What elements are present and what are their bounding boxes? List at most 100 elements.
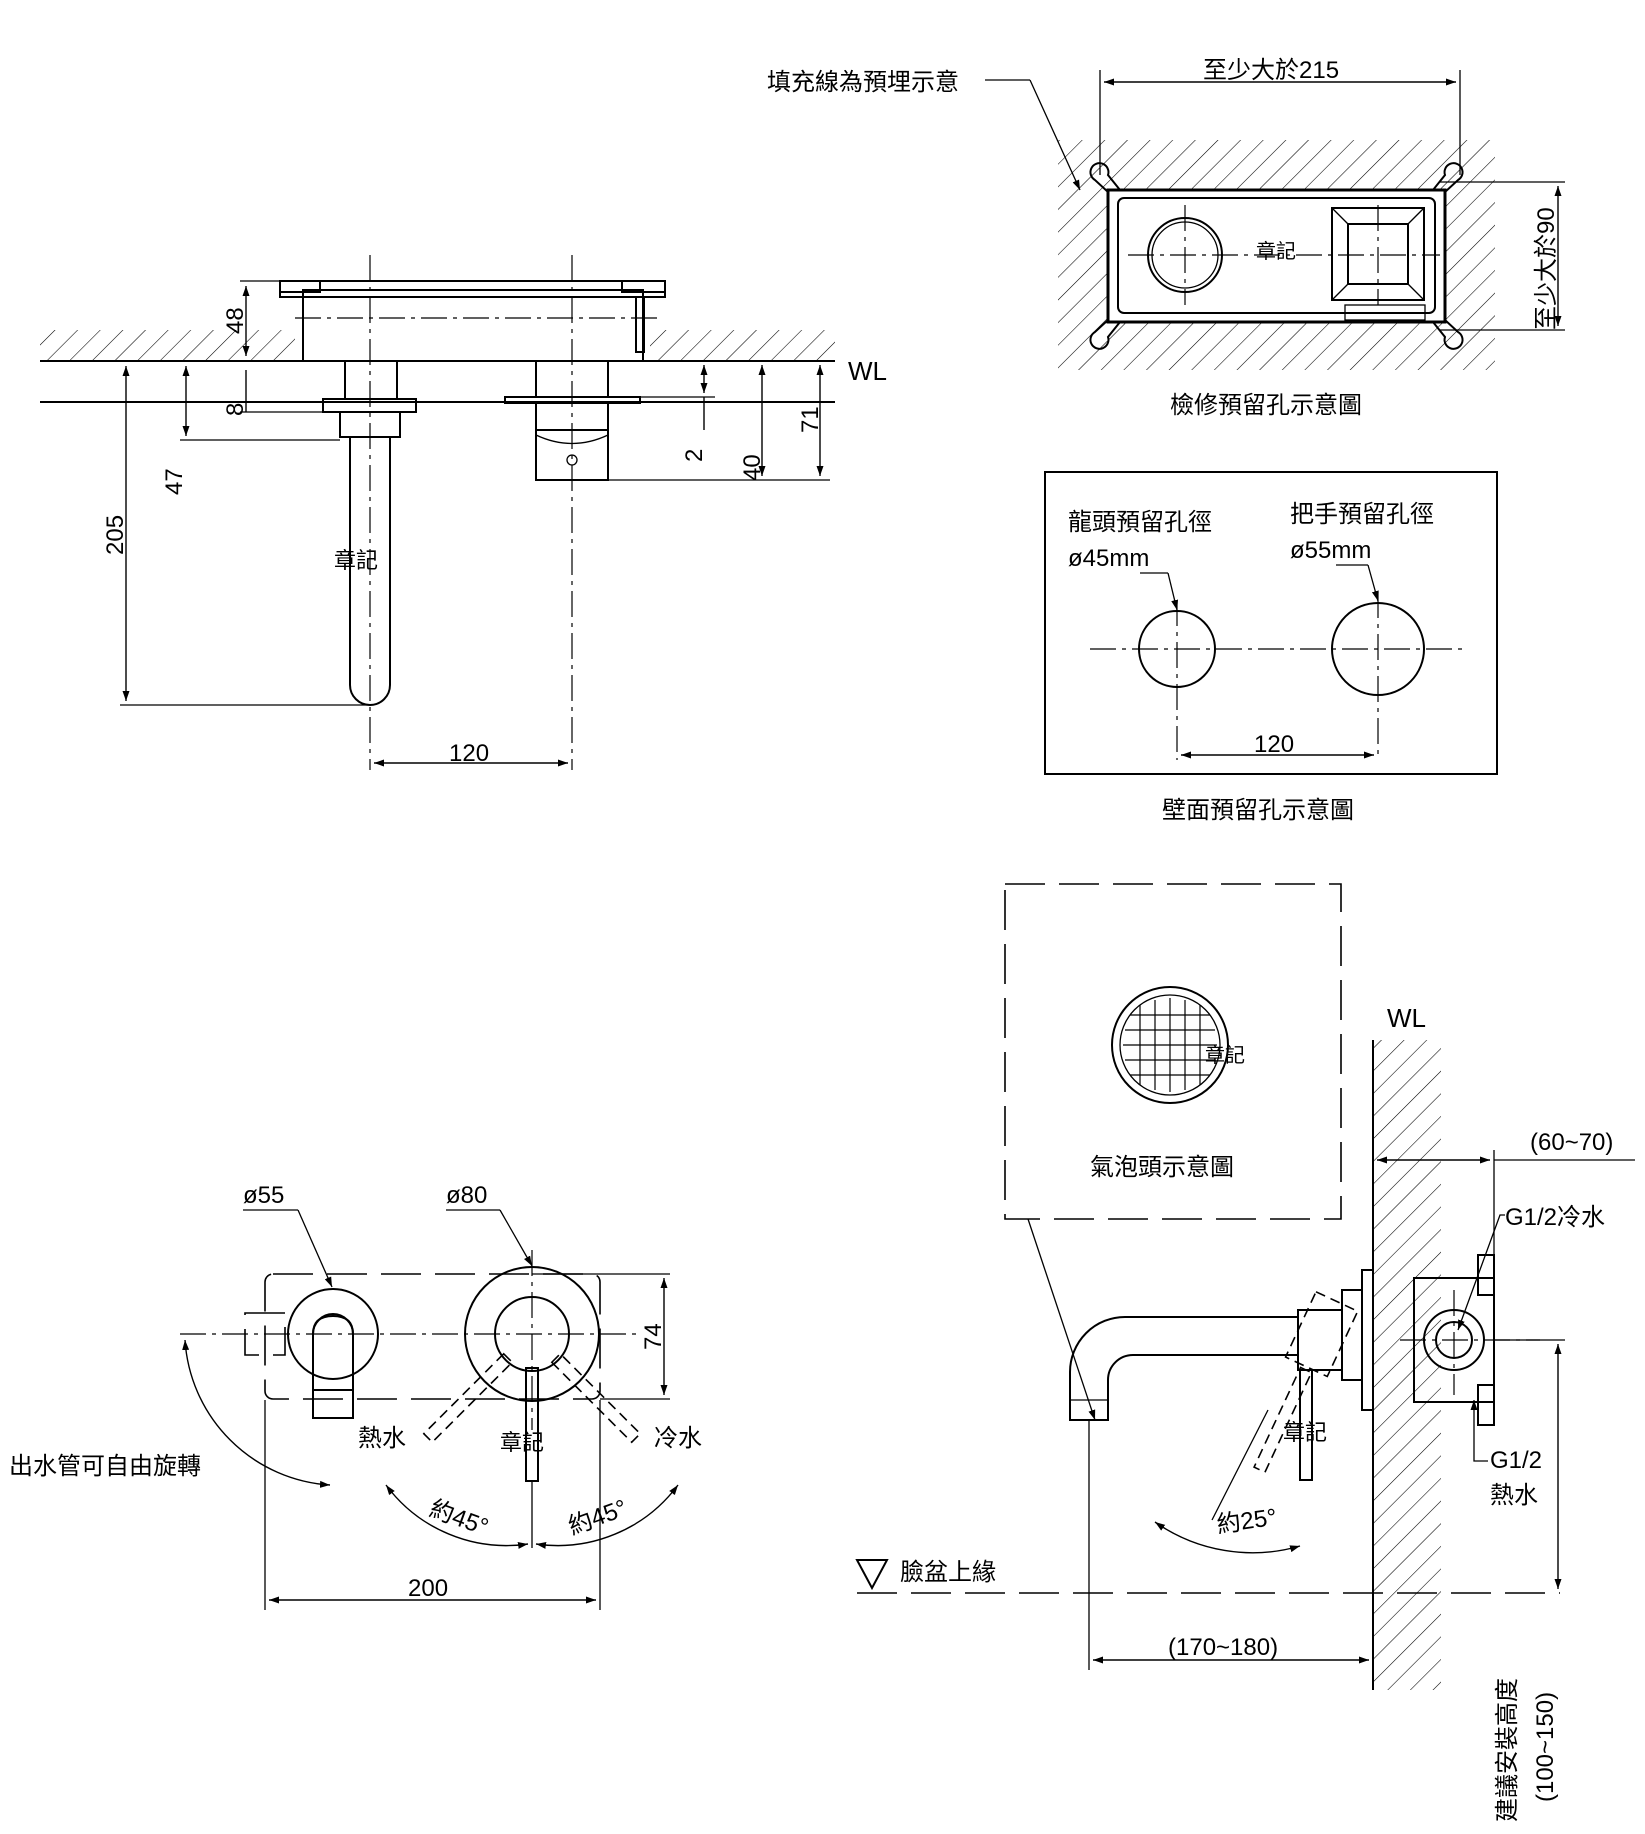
spout-front-top bbox=[312, 1314, 354, 1335]
side-spout bbox=[1069, 1316, 1298, 1421]
angle-arc-right bbox=[535, 1484, 679, 1549]
access-hole-group: 填充線為預埋示意 章記 至少大於215 至少大於90 檢修 bbox=[767, 57, 1565, 419]
basin-edge-icon bbox=[855, 1559, 889, 1591]
ear-bl bbox=[1089, 319, 1121, 350]
hot-inlet-size: G1/2 bbox=[1490, 1447, 1542, 1474]
spout-nozzle bbox=[312, 1389, 354, 1419]
lever-cold-position bbox=[550, 1352, 642, 1444]
ear-tr bbox=[1432, 162, 1464, 193]
lever-hot-position bbox=[422, 1352, 514, 1444]
wall-holes-frame bbox=[1044, 471, 1498, 775]
brand-mark-side: 章記 bbox=[1283, 1420, 1327, 1445]
side-handle-hub bbox=[1297, 1309, 1343, 1371]
handle-hole-label: 把手預留孔徑 bbox=[1290, 501, 1434, 528]
side-wall-hatch bbox=[1373, 1040, 1441, 1690]
ear-tl bbox=[1089, 162, 1121, 193]
valve-bevel-4 bbox=[1407, 283, 1425, 301]
reach-label: (170~180) bbox=[1168, 1634, 1278, 1661]
front-plate bbox=[264, 1273, 601, 1400]
spout-hole-size: ø45mm bbox=[1068, 545, 1149, 572]
hot-inlet-label: 熱水 bbox=[1490, 1482, 1538, 1509]
depth-label: (60~70) bbox=[1530, 1129, 1613, 1156]
aerator-mesh bbox=[1123, 998, 1217, 1092]
dim-90-label: 至少大於90 bbox=[1533, 207, 1560, 330]
wall-holes-caption: 壁面預留孔示意圖 bbox=[1162, 797, 1354, 824]
side-handle-tilted bbox=[1284, 1290, 1359, 1378]
side-rosette bbox=[1341, 1289, 1363, 1381]
handle-hole-size: ø55mm bbox=[1290, 537, 1371, 564]
aerator-caption: 氣泡頭示意圖 bbox=[1090, 1154, 1234, 1181]
dim-74-label: 74 bbox=[640, 1323, 667, 1350]
side-view-group: WL (60~70) G1/2冷水 G bbox=[855, 1003, 1635, 1822]
cold-inlet-leader bbox=[1457, 1214, 1505, 1331]
rotate-note: 出水管可自由旋轉 bbox=[9, 1453, 201, 1480]
dim-71-label: 71 bbox=[797, 406, 824, 433]
cold-label: 冷水 bbox=[654, 1425, 702, 1452]
dia-55-label: ø55 bbox=[243, 1182, 284, 1209]
basin-edge-label: 臉盆上緣 bbox=[900, 1559, 996, 1586]
dim-200-label: 200 bbox=[408, 1575, 448, 1602]
brand-mark-top: 章記 bbox=[334, 548, 378, 573]
ear-br bbox=[1432, 319, 1464, 350]
spout-stem bbox=[344, 360, 398, 400]
dia-80-leader bbox=[499, 1209, 533, 1267]
spout-hole-label: 龍頭預留孔徑 bbox=[1068, 509, 1212, 536]
angle-25-ref bbox=[1211, 1409, 1269, 1521]
wl-label-top: WL bbox=[848, 356, 887, 386]
angle-arc-left bbox=[385, 1484, 529, 1549]
brand-mark-aerator: 章記 bbox=[1205, 1044, 1245, 1067]
valve-bevel-2 bbox=[1407, 207, 1425, 225]
install-height-label: 建議安裝高度 bbox=[1494, 1678, 1521, 1822]
cold-inlet-label: G1/2冷水 bbox=[1505, 1204, 1605, 1231]
side-lever-tilted bbox=[1253, 1366, 1313, 1474]
angle-right-label: 約45° bbox=[565, 1495, 631, 1541]
dim-40-label: 40 bbox=[739, 454, 766, 481]
front-view-group: ø55 ø80 74 200 出水管可自由旋轉 熱水 冷水 章記 約45° 約4… bbox=[9, 1182, 702, 1610]
dia-55-leader bbox=[297, 1209, 333, 1288]
dim-holes-120-label: 120 bbox=[1254, 731, 1294, 758]
brand-mark-front: 章記 bbox=[500, 1430, 544, 1455]
dim-48-label: 48 bbox=[222, 307, 249, 334]
hot-label: 熱水 bbox=[358, 1425, 406, 1452]
angle-25-arc bbox=[1154, 1521, 1301, 1554]
plate-lug-right bbox=[621, 280, 666, 293]
aerator-group: 章記 氣泡頭示意圖 bbox=[1004, 883, 1342, 1421]
rotate-arc bbox=[182, 1339, 331, 1488]
wall-hatch-left bbox=[40, 330, 295, 361]
dim-47-label: 47 bbox=[161, 468, 188, 495]
access-valve-base bbox=[1344, 304, 1426, 321]
dim-215-label: 至少大於215 bbox=[1203, 57, 1339, 84]
mixer-body bbox=[302, 289, 644, 362]
wall-hatch-right bbox=[650, 330, 835, 361]
angle-left-label: 約45° bbox=[426, 1495, 492, 1541]
install-height-value: (100~150) bbox=[1532, 1692, 1559, 1802]
aerator-leader bbox=[1027, 1218, 1096, 1421]
dim-2-label: 2 bbox=[681, 449, 708, 462]
handle-hole-leader bbox=[1367, 564, 1379, 602]
dia-80-label: ø80 bbox=[446, 1182, 487, 1209]
access-box-outer bbox=[1106, 188, 1447, 324]
wall-holes-group: 龍頭預留孔徑 ø45mm 把手預留孔徑 ø55mm 120 壁面預留孔示意圖 bbox=[1044, 471, 1498, 824]
valve-bevel-1 bbox=[1331, 207, 1349, 225]
access-caption: 檢修預留孔示意圖 bbox=[1170, 392, 1362, 419]
brand-mark-access: 章記 bbox=[1256, 240, 1296, 263]
plate-lug-left bbox=[279, 280, 321, 293]
valve-bevel-3 bbox=[1331, 283, 1349, 301]
fill-note: 填充線為預埋示意 bbox=[767, 69, 959, 96]
aerator-inner bbox=[1119, 994, 1221, 1096]
dim-205-label: 205 bbox=[102, 515, 129, 555]
side-flange bbox=[1361, 1269, 1374, 1411]
plate-clip bbox=[635, 296, 645, 353]
valve-port-bottom bbox=[1477, 1384, 1495, 1426]
aerator-outer bbox=[1111, 986, 1229, 1104]
top-view-group: 48 8 47 205 120 2 40 71 WL 章記 bbox=[40, 255, 887, 770]
dim-120-label: 120 bbox=[449, 740, 489, 767]
angle-25-label: 約25° bbox=[1215, 1504, 1278, 1539]
valve-port-top bbox=[1477, 1254, 1495, 1296]
spout-hole-leader bbox=[1167, 572, 1179, 611]
hot-inlet-leader bbox=[1470, 1400, 1488, 1462]
aerator-frame bbox=[1004, 883, 1342, 1220]
wl-label-side: WL bbox=[1387, 1003, 1426, 1033]
dim-8-label: 8 bbox=[222, 403, 249, 416]
